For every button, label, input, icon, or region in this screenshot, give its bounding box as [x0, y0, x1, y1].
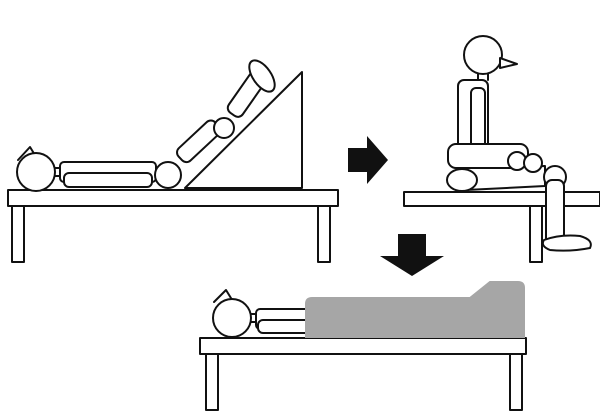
buttock: [446, 168, 478, 192]
arm: [63, 172, 153, 188]
step-1-legs-raised: [7, 59, 339, 263]
lying-figure-3: [212, 289, 315, 338]
head: [16, 152, 56, 192]
step-2-seated: [403, 35, 600, 263]
knee: [213, 117, 235, 139]
leg-wedge-cushion: [184, 71, 303, 189]
bed-1-top: [7, 189, 339, 207]
blanket-cover: [305, 281, 525, 338]
lower-leg: [545, 179, 565, 245]
arrow-down-icon: [380, 234, 444, 276]
bed-3-left-leg: [205, 353, 219, 411]
head: [463, 35, 503, 75]
bed-2-leg: [529, 205, 543, 263]
head: [212, 298, 252, 338]
arrow-right-icon: [348, 136, 388, 184]
foot: [248, 59, 276, 93]
bed-1-left-leg: [11, 205, 25, 263]
sitting-figure: [446, 35, 592, 252]
bed-1-right-leg: [317, 205, 331, 263]
foot: [541, 234, 592, 252]
step-3-covered: [199, 281, 527, 411]
arm: [257, 319, 313, 334]
hip-joint: [154, 161, 182, 189]
nose: [499, 57, 518, 69]
bed-3-top: [199, 337, 527, 355]
bed-1: [7, 189, 339, 263]
lying-figure-1: [16, 59, 276, 192]
bed-2: [403, 191, 600, 263]
bed-3-right-leg: [509, 353, 523, 411]
bed-2-top: [403, 191, 600, 207]
knee: [523, 153, 543, 173]
bed-3: [199, 337, 527, 411]
